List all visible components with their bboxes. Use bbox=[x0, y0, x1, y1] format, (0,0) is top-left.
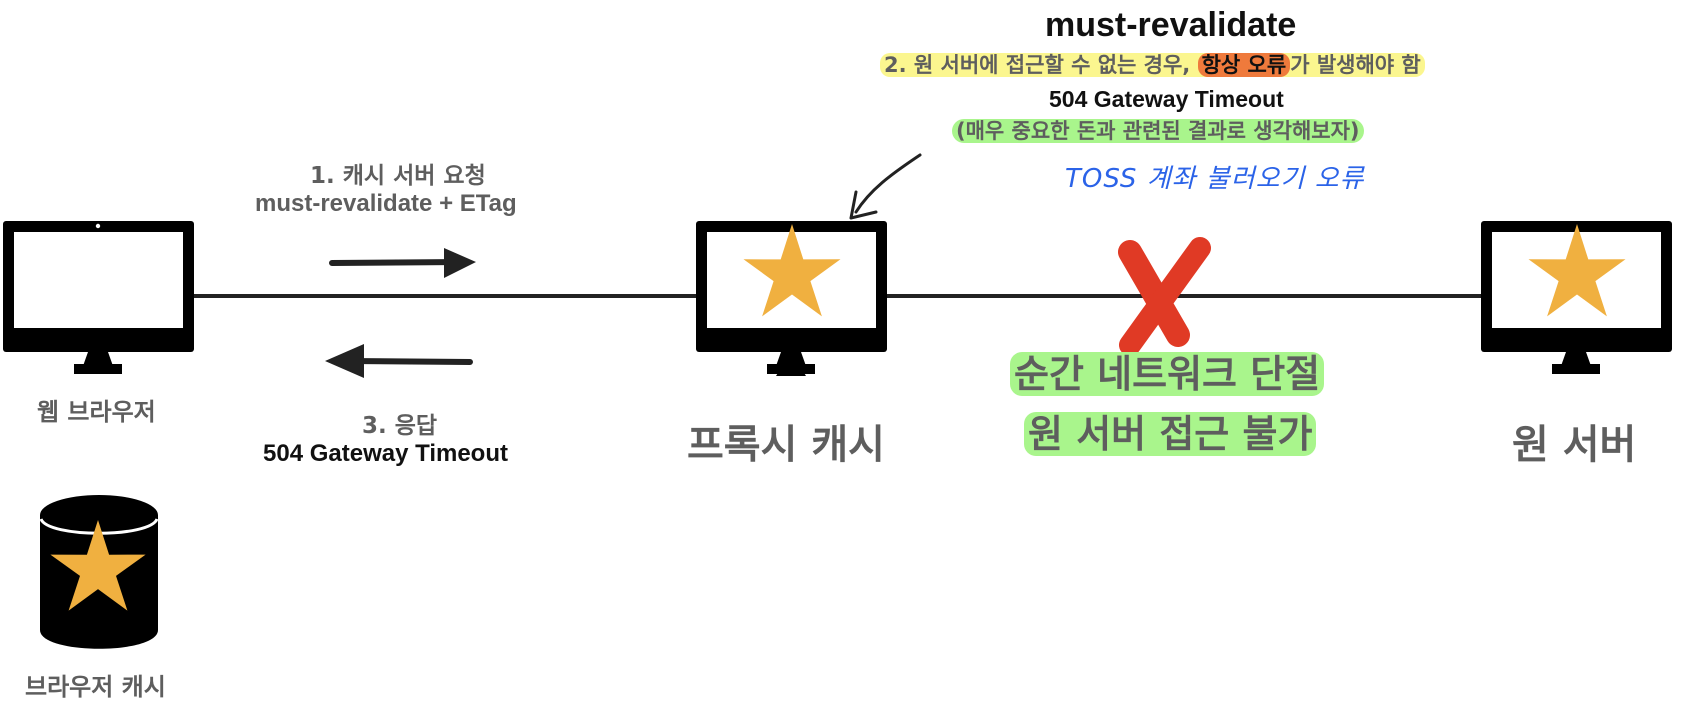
note-prefix: 2. 원 서버에 접근할 수 없는 경우, bbox=[884, 53, 1198, 77]
origin-monitor-icon bbox=[1481, 221, 1672, 374]
proxy-monitor-icon bbox=[696, 221, 887, 376]
network-failure-line-1-text: 순간 네트워크 단절 bbox=[1010, 352, 1325, 396]
pointer-arrow-icon bbox=[849, 153, 922, 220]
origin-label: 원 서버 bbox=[1512, 422, 1637, 468]
browser-monitor-icon bbox=[3, 221, 194, 374]
star-icon bbox=[50, 520, 146, 611]
network-failure-line-1: 순간 네트워크 단절 bbox=[1010, 352, 1325, 396]
note-line-3-text: (매우 중요한 돈과 관련된 결과로 생각해보자) bbox=[952, 119, 1364, 143]
note-emphasis: 항상 오류 bbox=[1197, 53, 1291, 77]
browser-cache-label: 브라우저 캐시 bbox=[25, 673, 166, 701]
handwritten-note: TOSS 계좌 불러오기 오류 bbox=[1065, 164, 1365, 194]
note-line-2: 504 Gateway Timeout bbox=[1049, 86, 1284, 112]
proxy-label: 프록시 캐시 bbox=[687, 422, 885, 468]
request-arrow-icon bbox=[329, 248, 476, 278]
request-label-line-1: 1. 캐시 서버 요청 bbox=[310, 163, 486, 189]
diagram-title: must-revalidate bbox=[1045, 6, 1297, 44]
response-label-line-2: 504 Gateway Timeout bbox=[263, 440, 508, 467]
note-suffix: 가 발생해야 함 bbox=[1290, 53, 1421, 77]
request-label-line-2: must-revalidate + ETag bbox=[255, 190, 517, 217]
network-failure-line-2-text: 원 서버 접근 불가 bbox=[1024, 412, 1317, 456]
response-label-line-1: 3. 응답 bbox=[362, 413, 438, 439]
network-failure-line-2: 원 서버 접근 불가 bbox=[1024, 412, 1317, 456]
star-icon bbox=[743, 224, 841, 317]
browser-label: 웹 브라우저 bbox=[37, 398, 156, 426]
browser-cache-database-icon bbox=[39, 495, 159, 649]
cross-icon bbox=[1118, 237, 1211, 356]
note-line-3: (매우 중요한 돈과 관련된 결과로 생각해보자) bbox=[952, 116, 1364, 146]
response-arrow-icon bbox=[325, 344, 473, 378]
star-icon bbox=[1528, 224, 1626, 317]
